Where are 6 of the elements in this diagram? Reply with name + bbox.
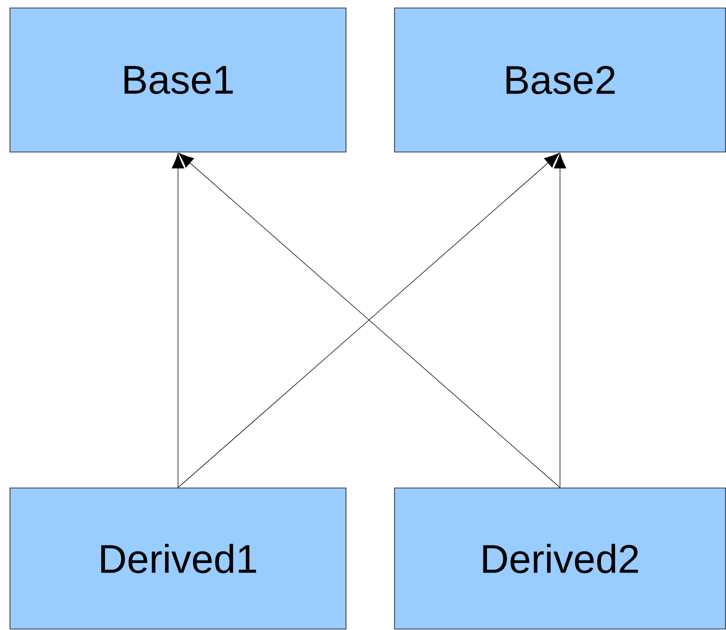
class-box: Derived2 <box>394 488 726 630</box>
class-box: Base2 <box>394 8 726 152</box>
arrow <box>172 153 184 488</box>
class-box: Base1 <box>10 8 346 152</box>
arrow <box>554 153 566 488</box>
class-box: Derived1 <box>10 488 346 630</box>
